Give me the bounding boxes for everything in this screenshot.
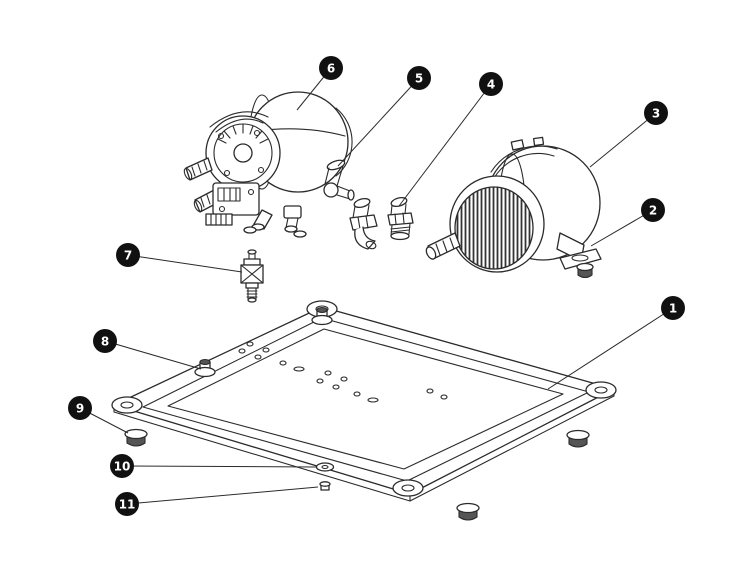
callout-badge-4: 4 [479, 72, 503, 96]
callout-number: 2 [649, 204, 657, 218]
part-rubber-feet [124, 428, 590, 521]
leader-line-1 [547, 307, 674, 390]
callout-badge-6: 6 [319, 56, 343, 80]
part-screw [319, 481, 331, 491]
callout-number: 9 [76, 402, 84, 416]
leader-line-3 [589, 112, 657, 168]
callout-number: 4 [487, 78, 495, 92]
callout-number: 11 [119, 498, 136, 512]
callout-circle [479, 72, 503, 96]
callout-number: 7 [124, 249, 132, 263]
leader-line-11 [126, 486, 319, 505]
callout-badge-9: 9 [68, 396, 92, 420]
callout-number: 5 [415, 72, 423, 86]
callout-circle [93, 329, 117, 353]
callout-badge-10: 10 [110, 454, 134, 478]
part-round-pump [425, 136, 601, 273]
callout-badge-3: 3 [644, 101, 668, 125]
callout-circle [116, 243, 140, 267]
callouts: 1 2 3 4 5 6 7 8 [68, 56, 685, 516]
part-hose-connectors [349, 196, 414, 250]
callout-badge-8: 8 [93, 329, 117, 353]
part-grommets [194, 306, 333, 378]
callout-circle [319, 56, 343, 80]
leader-line-7 [127, 254, 243, 273]
part-washer [315, 462, 335, 472]
leader-line-5 [337, 77, 420, 167]
callout-circle [68, 396, 92, 420]
part-diaphragm-pump [183, 91, 353, 238]
callout-number: 10 [114, 460, 131, 474]
callout-number: 3 [652, 107, 660, 121]
callout-badge-7: 7 [116, 243, 140, 267]
callout-number: 1 [669, 302, 677, 316]
callout-circle [110, 454, 134, 478]
callout-number: 8 [101, 335, 109, 349]
leader-line-8 [104, 340, 202, 370]
callout-badge-2: 2 [641, 198, 665, 222]
part-port-fitting [323, 159, 355, 201]
corner-mount-holes [111, 300, 617, 497]
callout-circle [644, 101, 668, 125]
callout-circle [641, 198, 665, 222]
part-mounting-bracket [556, 232, 602, 279]
callout-number: 6 [327, 62, 335, 76]
part-inline-valve [240, 249, 264, 303]
callout-badge-5: 5 [407, 66, 431, 90]
leader-line-4 [398, 83, 492, 207]
callout-leader-lines [79, 67, 674, 505]
callout-circle [407, 66, 431, 90]
callout-circle [115, 492, 139, 516]
callout-badge-11: 11 [115, 492, 139, 516]
leader-line-10 [121, 465, 317, 468]
callout-circle [661, 296, 685, 320]
part-base-plate [111, 300, 617, 502]
plate-screw-holes [238, 341, 448, 403]
callout-badge-1: 1 [661, 296, 685, 320]
